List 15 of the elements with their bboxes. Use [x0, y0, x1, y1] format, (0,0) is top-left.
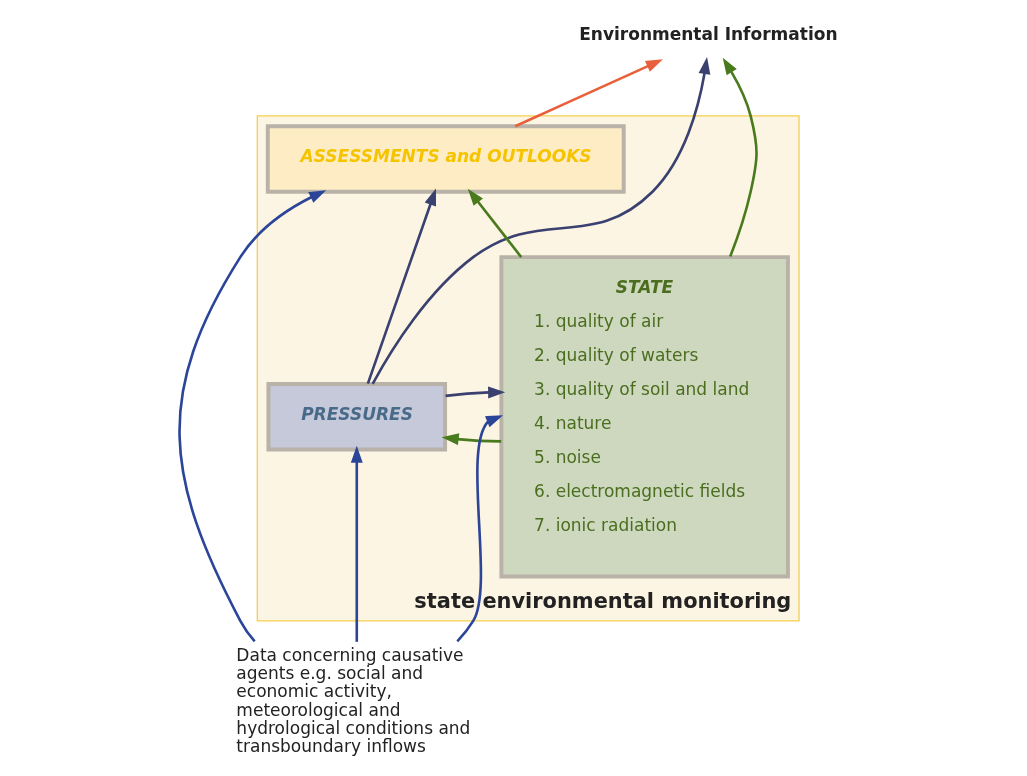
- arrow: [371, 57, 710, 385]
- arrow: [722, 57, 758, 258]
- arrow: [444, 386, 505, 399]
- arrow: [514, 59, 663, 128]
- arrow: [177, 190, 326, 643]
- node-text: Environmental Information: [578, 24, 838, 45]
- node-text: Data concerning causative agents e.g. social and economic activity, meteorological and hydrological conditions and transboundary inflows: [235, 644, 470, 757]
- node-box: PRESSURES: [266, 382, 447, 452]
- arrow: [467, 188, 522, 258]
- arrow: [441, 433, 501, 446]
- node-box: ASSESSMENTS and OUTLOOKS: [265, 124, 626, 194]
- arrow: [455, 415, 503, 643]
- arrow: [350, 445, 363, 642]
- node-box: STATE 1. quality of air 2. quality of waters 3. quality of soil and land 4. nature 5. noise 6. electromagnetic fields 7. ionic radiation: [498, 255, 790, 579]
- arrow: [366, 188, 436, 385]
